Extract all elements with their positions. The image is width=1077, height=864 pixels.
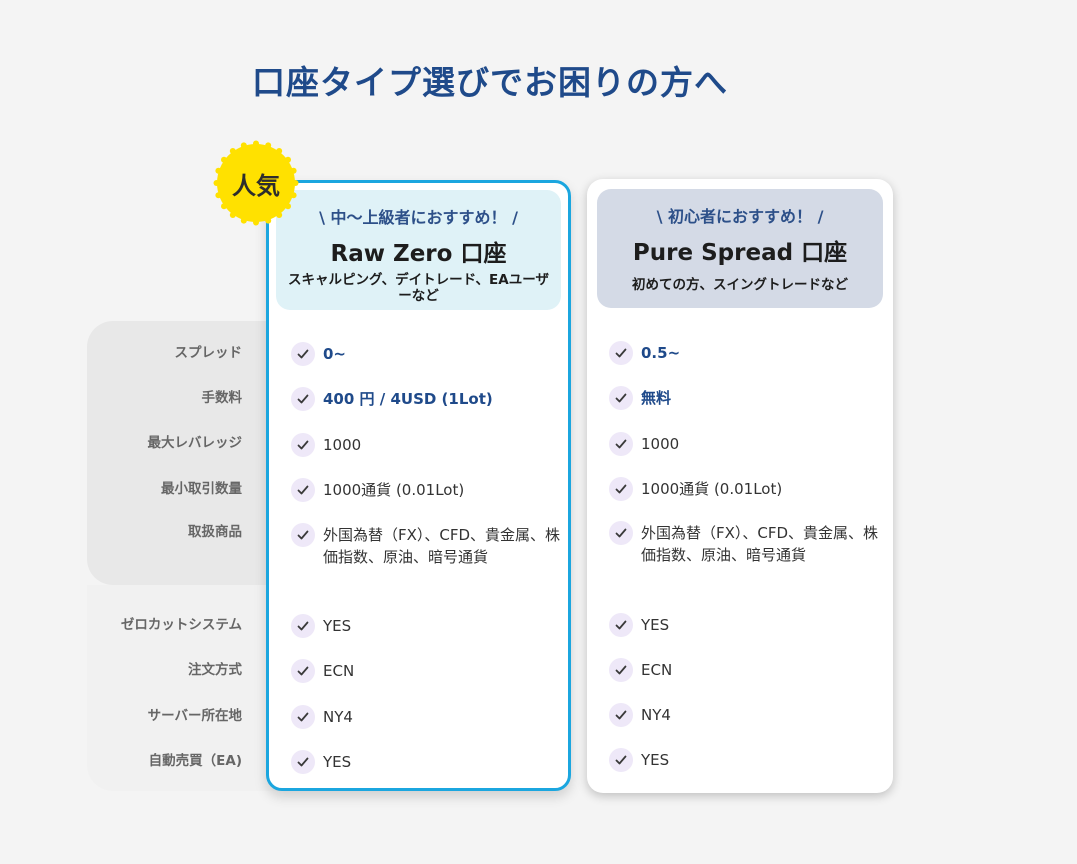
card-pure-spread[interactable]: \ 初心者におすすめ！ / Pure Spread 口座 初めての方、スイングト… xyxy=(587,179,893,793)
feature-value: 外国為替（FX）、CFD、貴金属、株価指数、原油、暗号通貨 xyxy=(323,526,561,566)
card-title: Raw Zero 口座 xyxy=(330,241,507,267)
feature-value: 無料 xyxy=(641,389,672,407)
check-icon xyxy=(291,659,315,683)
feature-value: YES xyxy=(323,617,352,635)
badge-label: 人気 xyxy=(232,172,280,200)
feature-value: 外国為替（FX）、CFD、貴金属、株価指数、原油、暗号通貨 xyxy=(641,524,879,564)
feature-max-leverage: 1000 xyxy=(291,433,561,457)
check-icon xyxy=(609,432,633,456)
card-description: スキャルピング、デイトレード、EAユーザーなど xyxy=(288,272,549,304)
feature-value: 1000通貨 (0.01Lot) xyxy=(323,481,465,499)
check-icon xyxy=(291,342,315,366)
feature-value: 0.5~ xyxy=(641,344,681,362)
row-label-zero-cut: ゼロカットシステム xyxy=(120,617,242,633)
row-label-min-trade: 最小取引数量 xyxy=(161,481,242,497)
row-label-auto-trading: 自動売買（EA) xyxy=(148,753,242,769)
feature-zero-cut: YES xyxy=(291,614,561,638)
feature-min-trade: 1000通貨 (0.01Lot) xyxy=(291,478,561,502)
feature-auto-trading: YES xyxy=(291,750,561,774)
feature-value: 0~ xyxy=(323,345,347,363)
feature-server-location: NY4 xyxy=(291,705,561,729)
check-icon xyxy=(291,750,315,774)
feature-spread: 0.5~ xyxy=(609,341,879,365)
card-tagline: \ 中～上級者におすすめ！ / xyxy=(319,208,518,227)
feature-commission: 400 円 / 4USD (1Lot) xyxy=(291,387,561,411)
row-label-server-location: サーバー所在地 xyxy=(147,708,242,724)
check-icon xyxy=(609,521,633,545)
feature-auto-trading: YES xyxy=(609,748,879,772)
check-icon xyxy=(609,703,633,727)
feature-value: ECN xyxy=(323,662,355,680)
check-icon xyxy=(609,658,633,682)
feature-value: YES xyxy=(323,753,352,771)
feature-value: NY4 xyxy=(641,706,671,724)
feature-value: 1000 xyxy=(641,435,680,453)
check-icon xyxy=(609,386,633,410)
label-panel-secondary xyxy=(87,585,287,791)
check-icon xyxy=(291,614,315,638)
card-header: \ 初心者におすすめ！ / Pure Spread 口座 初めての方、スイングト… xyxy=(597,189,883,308)
feature-value: 400 円 / 4USD (1Lot) xyxy=(323,390,493,408)
card-tagline: \ 初心者におすすめ！ / xyxy=(656,207,824,226)
page-title: 口座タイプ選びでお困りの方へ xyxy=(252,63,728,102)
feature-value: 1000通貨 (0.01Lot) xyxy=(641,480,783,498)
label-panel-main xyxy=(87,321,287,585)
row-label-spread: スプレッド xyxy=(174,345,243,361)
feature-order-type: ECN xyxy=(291,659,561,683)
row-label-max-leverage: 最大レバレッジ xyxy=(147,435,243,451)
feature-value: 1000 xyxy=(323,436,362,454)
card-raw-zero[interactable]: \ 中～上級者におすすめ！ / Raw Zero 口座 スキャルピング、デイトレ… xyxy=(266,180,571,791)
feature-products: 外国為替（FX）、CFD、貴金属、株価指数、原油、暗号通貨 xyxy=(609,521,879,566)
check-icon xyxy=(609,477,633,501)
check-icon xyxy=(291,478,315,502)
feature-value: YES xyxy=(641,751,670,769)
feature-min-trade: 1000通貨 (0.01Lot) xyxy=(609,477,879,501)
check-icon xyxy=(291,387,315,411)
feature-zero-cut: YES xyxy=(609,613,879,637)
row-label-order-type: 注文方式 xyxy=(188,662,242,678)
row-label-products: 取扱商品 xyxy=(188,524,242,540)
card-header: \ 中～上級者におすすめ！ / Raw Zero 口座 スキャルピング、デイトレ… xyxy=(276,190,561,310)
check-icon xyxy=(291,433,315,457)
card-title: Pure Spread 口座 xyxy=(632,240,848,266)
check-icon xyxy=(291,523,315,547)
check-icon xyxy=(609,613,633,637)
feature-max-leverage: 1000 xyxy=(609,432,879,456)
feature-value: ECN xyxy=(641,661,673,679)
feature-value: NY4 xyxy=(323,708,353,726)
feature-spread: 0~ xyxy=(291,342,561,366)
feature-server-location: NY4 xyxy=(609,703,879,727)
feature-order-type: ECN xyxy=(609,658,879,682)
feature-products: 外国為替（FX）、CFD、貴金属、株価指数、原油、暗号通貨 xyxy=(291,523,561,568)
card-description: 初めての方、スイングトレードなど xyxy=(632,277,848,293)
check-icon xyxy=(609,341,633,365)
check-icon xyxy=(291,705,315,729)
scalloped-seal-icon xyxy=(213,140,299,226)
feature-value: YES xyxy=(641,616,670,634)
check-icon xyxy=(609,748,633,772)
feature-commission: 無料 xyxy=(609,386,879,410)
popular-badge: 人気 xyxy=(213,140,299,226)
row-label-commission: 手数料 xyxy=(201,390,243,406)
